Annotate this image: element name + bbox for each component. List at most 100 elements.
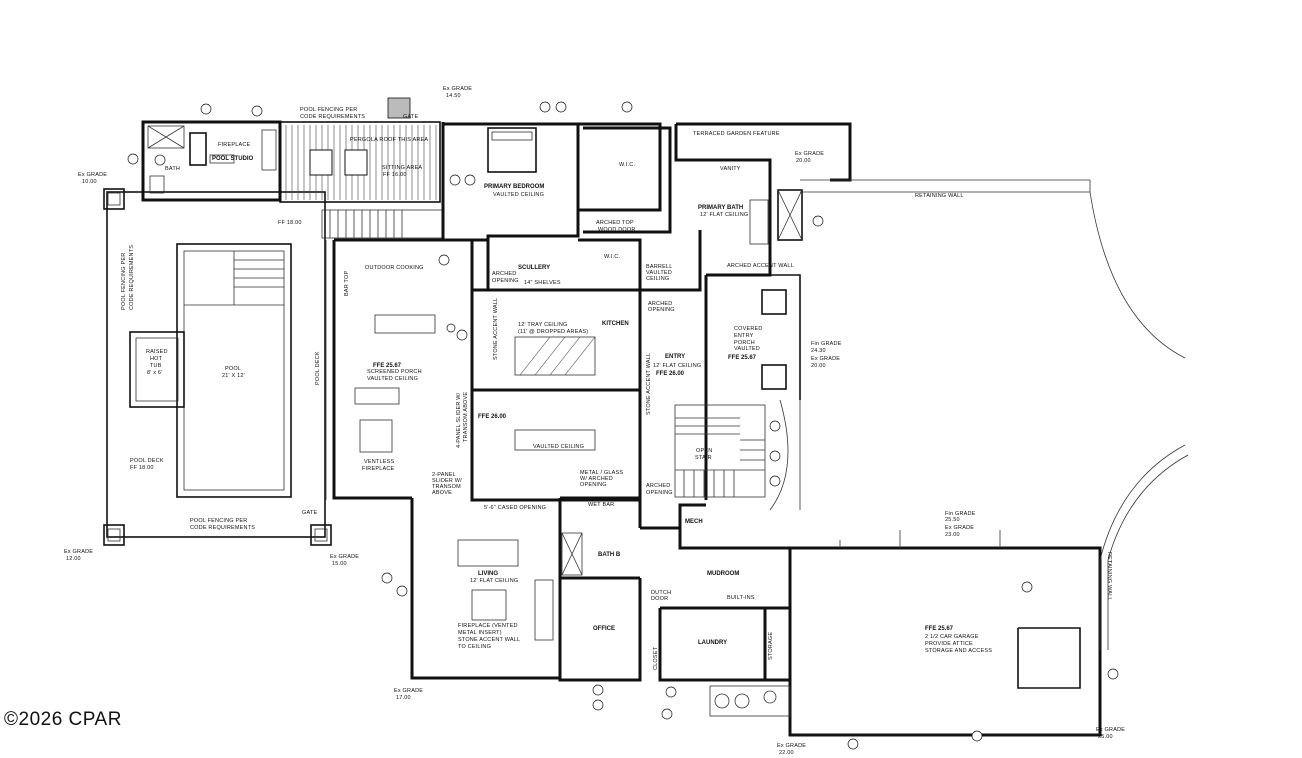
ex-grade-left-value: 10.00	[82, 179, 97, 185]
metal-glass-label: METAL / GLASS	[580, 470, 623, 476]
fin-grade-label: Fin GRADE	[811, 341, 842, 347]
dining-ceiling-label: VAULTED CEILING	[533, 444, 584, 450]
ex-grade-left-label: Ex GRADE	[78, 172, 107, 178]
porch-table	[374, 314, 436, 334]
open-stair-label: OPEN	[696, 448, 712, 454]
ex-grade-br-label: Ex GRADE	[1096, 727, 1125, 733]
bath-label: BATH	[165, 166, 180, 172]
bedroom-ceiling-label: VAULTED CEILING	[493, 192, 544, 198]
bed-icon	[487, 127, 537, 173]
fin-grade-garage-value: 25.50	[945, 517, 960, 523]
ex-grade-bottom-value: 17.00	[396, 695, 411, 701]
garage-label: 2 1/2 CAR GARAGE	[925, 634, 979, 640]
hot-tub	[129, 331, 185, 408]
pergola-label: PERGOLA ROOF THIS AREA	[350, 137, 428, 143]
fireplace-vented-label-2: METAL INSERT)	[458, 630, 502, 636]
pergola-stair	[321, 209, 443, 239]
pool-area	[103, 188, 332, 546]
arched-top-door-label-2: WOOD DOOR	[598, 227, 636, 233]
sitting-area-label: SITTING AREA	[382, 165, 422, 171]
gate-bottom-label: GATE	[302, 510, 317, 516]
slider-2-label: 2-PANEL	[432, 472, 456, 478]
fireplace-vented-label-3: STONE ACCENT WALL	[458, 637, 520, 643]
open-stair-label-2: STAIR	[695, 455, 712, 461]
retaining-wall-label: RETAINING WALL	[915, 193, 964, 199]
kitchen-island	[514, 336, 596, 376]
pool-deck-ff-label: FF 18.00	[130, 465, 154, 471]
covered-entry-label: COVERED	[734, 326, 763, 332]
ventless-label-2: FIREPLACE	[362, 466, 394, 472]
mudroom-label: MUDROOM	[707, 571, 739, 577]
sitting-ff-label: FF 16.00	[383, 172, 407, 178]
covered-entry-label-2: ENTRY	[734, 333, 754, 339]
entry-porch-ffe-label: FFE 25.67	[728, 355, 757, 361]
living-sofa	[457, 539, 519, 567]
fireplace-label: FIREPLACE	[218, 142, 250, 148]
gate-label: GATE	[403, 114, 418, 120]
dining-ffe-label: FFE 26.00	[478, 414, 507, 420]
wet-bar-label: WET BAR	[588, 502, 614, 508]
fireplace-vented-label-4: TO CEILING	[458, 644, 491, 650]
ex-grade-mid-label: Ex GRADE	[811, 356, 840, 362]
tray-ceiling-label-2: (11' @ DROPPED AREAS)	[518, 329, 588, 335]
office-label: OFFICE	[593, 626, 615, 632]
laundry-label: LAUNDRY	[698, 640, 727, 646]
entry-ffe-label: FFE 26.00	[656, 371, 685, 377]
screened-porch-ceiling-label: VAULTED CEILING	[367, 376, 418, 382]
barrell-label-3: CEILING	[646, 276, 669, 282]
metal-glass-label-3: OPENING	[580, 482, 607, 488]
barrell-label-2: VAULTED	[646, 270, 672, 276]
builtins-label: BUILT-INS	[727, 595, 755, 601]
bathtub-icon	[749, 199, 769, 245]
ex-grade-bl-value: 12.00	[66, 556, 81, 562]
ex-grade-garage-label: Ex GRADE	[945, 525, 974, 531]
wic-2-label: W.I.C.	[604, 254, 620, 260]
living-ceiling-label: 12' FLAT CEILING	[470, 578, 518, 584]
ex-grade-bl-label: Ex GRADE	[64, 549, 93, 555]
pool-steps	[184, 251, 284, 306]
arched-opening-3-label-2: OPENING	[646, 490, 673, 496]
furniture	[354, 127, 803, 641]
sitting-chair	[344, 149, 368, 176]
slider-2-label-d: ABOVE	[432, 490, 452, 496]
hot-tub-label: RAISED	[146, 349, 168, 355]
pool-label: POOL	[225, 366, 241, 372]
stone-accent-wall-label: STONE ACCENT WALL	[493, 298, 499, 360]
arched-top-door-label: ARCHED TOP	[596, 220, 634, 226]
pool-fence-left-label-2: CODE REQUIREMENTS	[129, 245, 135, 310]
covered-entry-label-3: PORCH	[734, 340, 755, 346]
storage-label: STORAGE	[768, 632, 774, 660]
attic-label-2: STORAGE AND ACCESS	[925, 648, 992, 654]
main-house-walls	[332, 122, 1189, 737]
ex-grade-bottom-2-label: Ex GRADE	[777, 743, 806, 749]
retaining-wall-vertical-label: RETAINING WALL	[1106, 552, 1112, 601]
gate-post	[387, 97, 411, 119]
ex-grade-bl2-label: Ex GRADE	[330, 554, 359, 560]
panel-slider-label-2: TRANSOM ABOVE	[463, 392, 469, 442]
slider-2-label-b: SLIDER W/	[432, 478, 462, 484]
slider-2-label-c: TRANSOM	[432, 484, 461, 490]
fence-post	[103, 188, 125, 210]
ex-grade-right-label: Ex GRADE	[795, 151, 824, 157]
tray-ceiling-label: 12' TRAY CEILING	[518, 322, 568, 328]
fence-post	[310, 524, 332, 546]
toilet-icon	[154, 154, 166, 166]
porch-ffe-label: FFE 25.67	[373, 363, 402, 369]
entry-arched-label: ARCHED	[648, 301, 672, 307]
coffee-table	[359, 419, 393, 453]
living-label: LIVING	[478, 571, 498, 577]
ex-grade-garage-value: 23.00	[945, 532, 960, 538]
copyright-watermark: ©2026 CPAR	[4, 709, 122, 730]
pool-studio-label: POOL STUDIO	[212, 156, 254, 162]
pergola	[279, 97, 443, 239]
ff-label: FF 18.00	[278, 220, 302, 226]
dutch-door-label: DUTCH	[651, 590, 671, 596]
pool-deck-label: POOL DECK	[130, 458, 164, 464]
mech-label: MECH	[685, 519, 703, 525]
barrell-label: BARRELL	[646, 264, 672, 270]
fireplace-icon	[189, 132, 207, 166]
ex-grade-label: Ex GRADE	[443, 86, 472, 92]
dining-table	[514, 429, 596, 451]
ex-grade-br-value: 25.00	[1098, 734, 1113, 740]
